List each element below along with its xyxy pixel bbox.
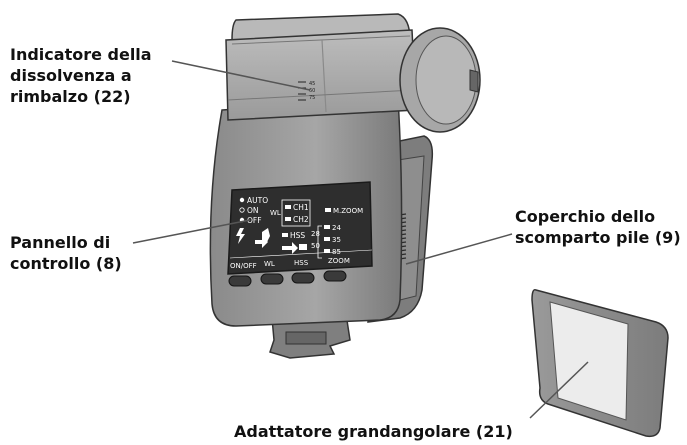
wl-panel-label: WL (270, 209, 281, 217)
mzoom-indicator-icon (325, 208, 331, 212)
leader-line-adapter (529, 361, 589, 419)
on-indicator-icon (239, 207, 245, 213)
control-buttons (228, 270, 347, 287)
callout-adapter-text: Adattatore grandangolare (21) (234, 422, 513, 441)
zoom-button[interactable] (323, 270, 347, 282)
zoom-35-label: 35 (332, 236, 341, 244)
hss-indicator-icon (282, 233, 288, 237)
callout-battery-line-1: Coperchio dello (515, 207, 656, 226)
flash-head (225, 13, 481, 133)
ch1-indicator-icon (285, 205, 291, 209)
off-label: OFF (247, 216, 262, 225)
auto-label: AUTO (247, 196, 268, 205)
zoom-28-label: 28 (311, 230, 320, 238)
scale-label-75: 75 (309, 95, 315, 101)
control-panel: AUTO ON OFF CH1 WL CH2 M.ZOOM HSS 28 50 … (227, 181, 373, 275)
hss-button[interactable] (291, 272, 315, 284)
callout-panel-line-1: Pannello di (10, 233, 111, 252)
on-off-button[interactable] (228, 275, 252, 287)
mzoom-label: M.ZOOM (333, 207, 363, 215)
shutter-icon (299, 244, 307, 250)
callout-wide-angle-adapter: Adattatore grandangolare (21) (234, 421, 513, 442)
leader-line-panel (132, 219, 251, 244)
callout-battery-cover: Coperchio dello scomparto pile (9) (515, 206, 681, 248)
zoom-35-indicator-icon (324, 237, 330, 241)
zoom-50-label: 50 (311, 242, 320, 250)
scale-label-45: 45 (309, 81, 315, 87)
wide-angle-adapter (531, 288, 669, 438)
callout-bounce-indicator: Indicatore della dissolvenza a rimbalzo … (10, 44, 152, 107)
leader-lines (132, 60, 589, 419)
callout-bounce-line-1: Indicatore della (10, 45, 152, 64)
zoom-85-indicator-icon (324, 249, 330, 253)
zoom-24-indicator-icon (324, 225, 330, 229)
callout-bounce-line-3: rimbalzo (22) (10, 87, 131, 106)
scale-label-60: 60 (309, 88, 315, 94)
hss-panel-label: HSS (290, 231, 305, 240)
ch2-indicator-icon (285, 217, 291, 221)
wl-button-label: WL (264, 260, 275, 268)
flash-ready-icon (236, 228, 245, 244)
ch2-label: CH2 (293, 215, 309, 224)
ch1-label: CH1 (293, 203, 309, 212)
callout-control-panel: Pannello di controllo (8) (10, 232, 122, 274)
zoom-24-label: 24 (332, 224, 341, 232)
on-label: ON (247, 206, 259, 215)
leader-line-battery (405, 233, 513, 265)
callout-bounce-line-2: dissolvenza a (10, 66, 132, 85)
high-speed-sync-icon (282, 242, 298, 254)
callout-panel-line-2: controllo (8) (10, 254, 122, 273)
zoom-button-label: ZOOM (328, 257, 350, 265)
leader-line-bounce (171, 60, 311, 91)
wl-button[interactable] (260, 273, 284, 285)
on-off-button-label: ON/OFF (230, 262, 257, 270)
hss-button-label: HSS (294, 259, 309, 267)
bounce-arrow-icon (255, 236, 268, 248)
hot-shoe-foot (269, 313, 351, 359)
callout-battery-line-2: scomparto pile (9) (515, 228, 681, 247)
auto-indicator-icon (239, 197, 245, 203)
